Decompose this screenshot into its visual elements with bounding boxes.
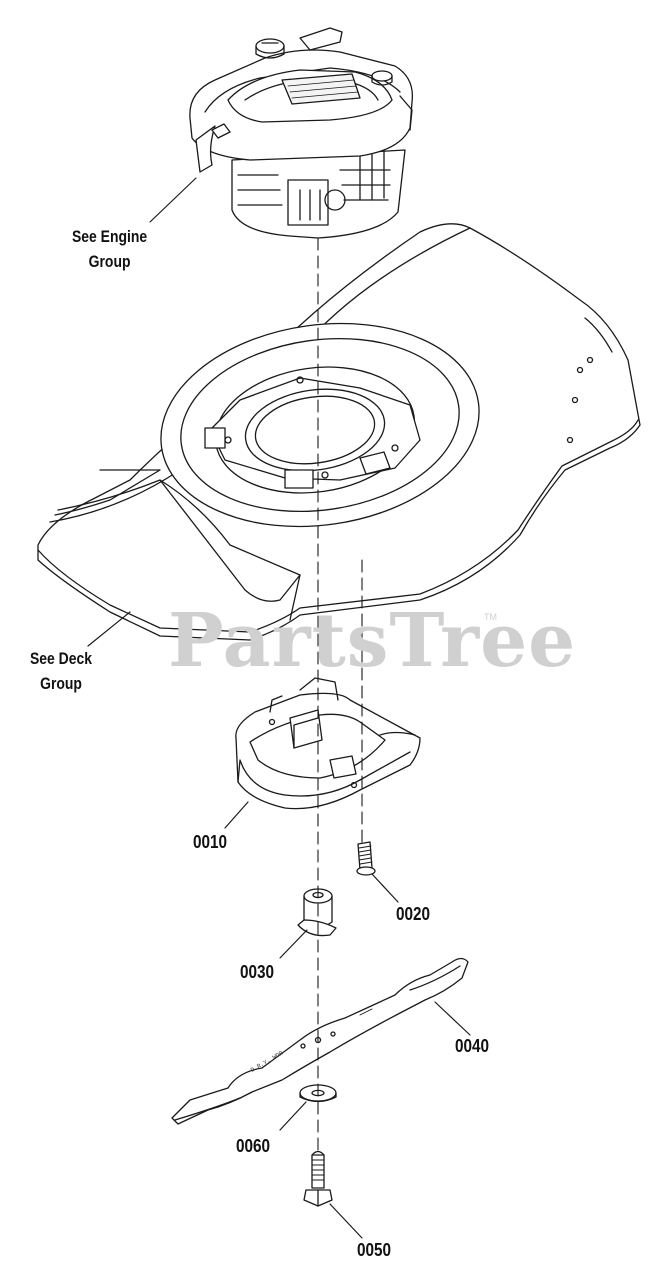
callout-deck-line1: See Deck (30, 649, 93, 668)
part-number-0020[interactable]: 0020 (396, 904, 431, 924)
alignment-lines (317, 237, 363, 1151)
blade-adapter-illustration (235, 677, 421, 810)
callout-engine-line1: See Engine (72, 227, 148, 246)
callout-engine-line2: Group (88, 252, 131, 271)
callout-engine: See Engine Group (72, 224, 147, 274)
leader-lines (87, 177, 471, 1239)
bolt-0050-illustration (303, 1150, 333, 1207)
callout-deck: See Deck Group (30, 646, 92, 696)
part-number-0030[interactable]: 0030 (240, 962, 275, 982)
callout-deck-line2: Group (40, 674, 82, 693)
deck-illustration (37, 223, 641, 641)
part-number-0040[interactable]: 0040 (455, 1036, 490, 1056)
part-number-0010[interactable]: 0010 (193, 832, 228, 852)
part-number-0050[interactable]: 0050 (357, 1240, 392, 1260)
part-number-0060[interactable]: 0060 (236, 1136, 271, 1156)
bolt-0020-illustration (356, 841, 376, 876)
watermark: PartsTree (168, 598, 577, 684)
engine-illustration (189, 27, 414, 239)
watermark-trademark: TM (484, 612, 497, 622)
spacer-0030-illustration (297, 888, 337, 937)
